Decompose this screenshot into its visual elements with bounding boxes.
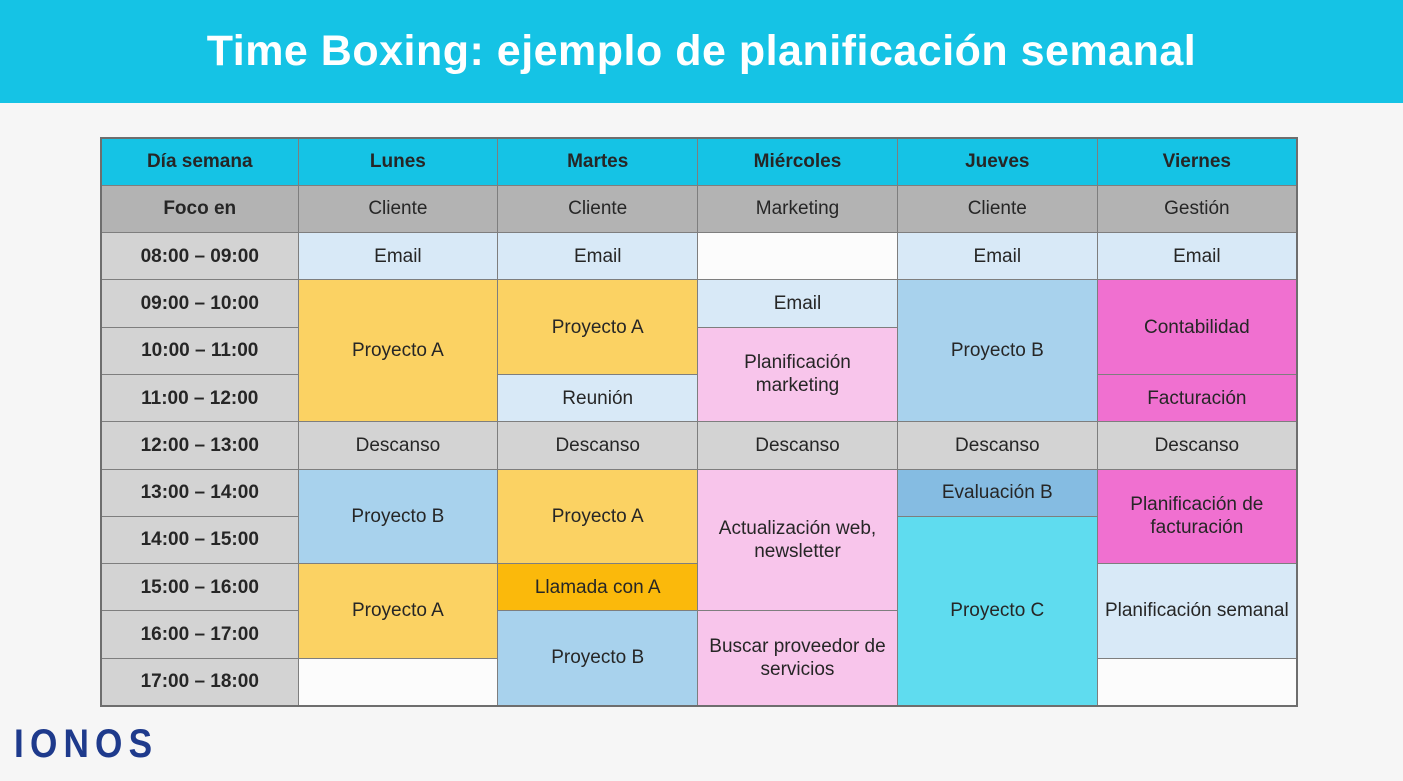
focus-row-label: Foco en — [100, 184, 299, 234]
schedule-cell: Proyecto A — [297, 563, 499, 659]
schedule-cell: Email — [1096, 232, 1298, 281]
time-label: 14:00 – 15:00 — [100, 515, 299, 565]
schedule-cell: Proyecto B — [297, 468, 499, 565]
focus-value: Cliente — [896, 184, 1098, 234]
time-label: 08:00 – 09:00 — [100, 232, 299, 281]
time-label: 17:00 – 18:00 — [100, 657, 299, 707]
schedule-cell: Planificación de facturación — [1096, 468, 1298, 565]
schedule-cell: Proyecto B — [497, 610, 699, 707]
schedule-cell: Descanso — [497, 421, 699, 470]
schedule-cell: Email — [697, 279, 898, 328]
day-header-martes: Martes — [497, 137, 699, 186]
schedule-cell: Email — [497, 232, 699, 281]
schedule-cell: Proyecto B — [896, 279, 1098, 423]
schedule-cell: Descanso — [297, 421, 499, 470]
empty-cell — [697, 232, 898, 281]
schedule-cell: Email — [896, 232, 1098, 281]
empty-cell — [297, 657, 499, 707]
schedule-cell: Proyecto C — [896, 515, 1098, 707]
focus-value: Cliente — [497, 184, 699, 234]
schedule-cell: Proyecto A — [497, 279, 699, 375]
schedule-cell: Proyecto A — [297, 279, 499, 423]
schedule-cell: Proyecto A — [497, 468, 699, 565]
schedule-cell: Planificación semanal — [1096, 563, 1298, 659]
schedule-cell: Facturación — [1096, 373, 1298, 423]
time-label: 09:00 – 10:00 — [100, 279, 299, 328]
day-header-miércoles: Miércoles — [697, 137, 898, 186]
schedule-cell: Email — [297, 232, 499, 281]
page-title: Time Boxing: ejemplo de planificación se… — [206, 27, 1197, 75]
focus-value: Gestión — [1096, 184, 1298, 234]
day-header-jueves: Jueves — [896, 137, 1098, 186]
schedule-cell: Contabilidad — [1096, 279, 1298, 375]
schedule-cell: Descanso — [1096, 421, 1298, 470]
time-label: 13:00 – 14:00 — [100, 468, 299, 517]
day-header-viernes: Viernes — [1096, 137, 1298, 186]
schedule-cell: Descanso — [896, 421, 1098, 470]
ionos-logo: IONOS — [14, 722, 159, 766]
schedule-cell: Descanso — [697, 421, 898, 470]
schedule-cell: Reunión — [497, 373, 699, 423]
schedule-cell: Planificación marketing — [697, 326, 898, 423]
time-label: 16:00 – 17:00 — [100, 610, 299, 659]
schedule-cell: Actualización web, newsletter — [697, 468, 898, 612]
time-label: 15:00 – 16:00 — [100, 563, 299, 612]
time-label: 11:00 – 12:00 — [100, 373, 299, 423]
focus-value: Cliente — [297, 184, 499, 234]
time-label: 10:00 – 11:00 — [100, 326, 299, 375]
time-label: 12:00 – 13:00 — [100, 421, 299, 470]
schedule-cell: Llamada con A — [497, 563, 699, 612]
schedule-cell: Evaluación B — [896, 468, 1098, 517]
focus-value: Marketing — [697, 184, 898, 234]
corner-header: Día semana — [100, 137, 299, 186]
day-header-lunes: Lunes — [297, 137, 499, 186]
title-banner: Time Boxing: ejemplo de planificación se… — [0, 0, 1403, 103]
empty-cell — [1096, 657, 1298, 707]
schedule-cell: Buscar proveedor de servicios — [697, 610, 898, 707]
